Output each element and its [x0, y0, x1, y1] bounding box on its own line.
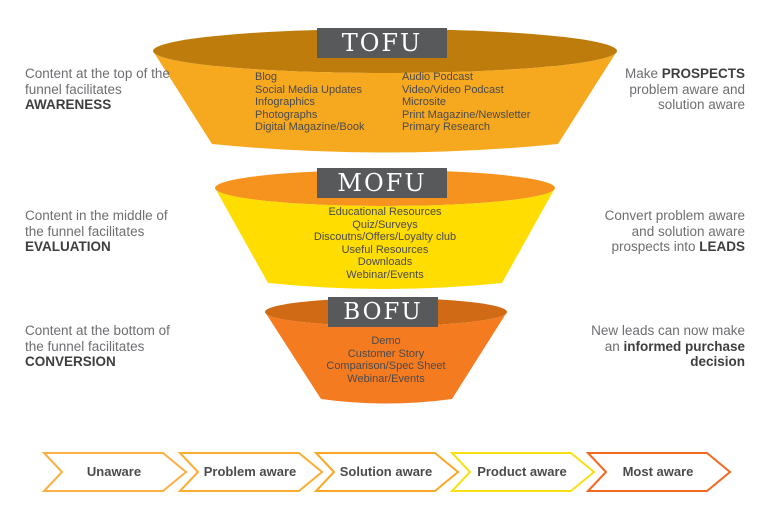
note-line: CONVERSION	[25, 354, 116, 369]
content-item: Social Media Updates	[255, 83, 363, 96]
content-item: Digital Magazine/Book	[255, 121, 365, 133]
content-item: Infographics	[255, 96, 315, 108]
chevron-most-aware	[585, 452, 732, 492]
note-line: the funnel facilitates	[25, 338, 145, 354]
chevron-label-most-aware: Most aware	[622, 464, 694, 479]
chevron-label-unaware: Unaware	[86, 464, 142, 479]
content-item: Quiz/Surveys	[352, 218, 418, 231]
content-item: Video/Video Podcast	[402, 83, 504, 96]
content-item: Print Magazine/Newsletter	[402, 108, 531, 121]
tofu-bowl-shape	[153, 51, 617, 153]
note-line: Content at the top of the	[25, 66, 170, 81]
note-line: solution aware	[657, 97, 745, 112]
content-item: Primary Research	[402, 121, 491, 133]
tofu-stage-label: TOFU	[317, 28, 447, 58]
note-line: EVALUATION	[25, 239, 111, 254]
content-item: Useful Resources	[341, 243, 429, 256]
content-item: Audio Podcast	[402, 71, 473, 83]
content-item: Photographs	[255, 108, 318, 121]
chevron-product-aware	[449, 452, 596, 492]
content-item: Webinar/Events	[346, 268, 424, 281]
chevron-label-product-aware: Product aware	[477, 464, 567, 479]
content-item: Microsite	[402, 96, 447, 108]
note-line: AWARENESS	[25, 97, 112, 112]
bofu-bowl-shape	[265, 312, 507, 404]
chevron-solution-aware	[313, 452, 460, 492]
note-line: Content in the middle of	[25, 208, 168, 223]
tofu-outcome-note: Make PROSPECTS problem aware and solutio…	[560, 66, 745, 113]
note-line: Content at the bottom of	[25, 323, 170, 338]
note-line: Make PROSPECTS	[624, 66, 745, 81]
content-item: Webinar/Events	[347, 372, 425, 385]
note-line: and solution aware	[631, 223, 745, 239]
content-item: Downloads	[357, 256, 413, 268]
content-item: Comparison/Spec Sheet	[326, 360, 446, 372]
content-item: Discoutns/Offers/Loyalty club	[313, 231, 457, 243]
note-line: funnel facilitates	[25, 81, 122, 97]
note-line: Convert problem aware	[604, 208, 745, 223]
chevron-problem-aware	[177, 452, 324, 492]
content-item: Blog	[255, 71, 278, 83]
content-item: Educational Resources	[328, 206, 442, 218]
mofu-stage-label: MOFU	[317, 168, 447, 198]
bofu-stage-label: BOFU	[328, 297, 438, 327]
note-line: an informed purchase	[604, 338, 745, 354]
note-line: problem aware and	[629, 81, 745, 97]
content-item: Demo	[371, 335, 401, 347]
note-line: the funnel facilitates	[25, 223, 145, 239]
mofu-purpose-note: Content in the middle of the funnel faci…	[25, 208, 210, 255]
note-line: New leads can now make	[591, 323, 745, 338]
bofu-purpose-note: Content at the bottom of the funnel faci…	[25, 323, 210, 370]
content-item: Customer Story	[347, 347, 425, 360]
note-line: prospects into LEADS	[611, 239, 745, 254]
mofu-bowl-shape	[215, 188, 555, 289]
tofu-purpose-note: Content at the top of the funnel facilit…	[25, 66, 210, 113]
chevron-label-solution-aware: Solution aware	[339, 464, 433, 479]
note-line: decision	[690, 354, 745, 369]
bofu-outcome-note: New leads can now make an informed purch…	[560, 323, 745, 370]
mofu-outcome-note: Convert problem aware and solution aware…	[560, 208, 745, 255]
chevron-unaware	[41, 452, 188, 492]
chevron-label-problem-aware: Problem aware	[203, 464, 297, 479]
